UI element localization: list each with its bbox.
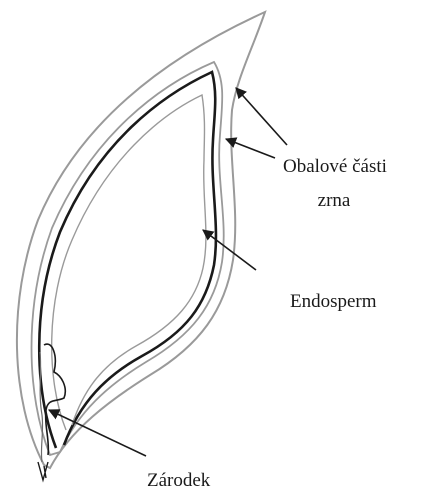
coat-label-line1: Obalové části (283, 154, 385, 180)
endosperm-label: Endosperm (290, 289, 377, 315)
embryo-shape (44, 344, 65, 455)
coat-inner-pointer (226, 139, 275, 158)
inner-coat-outline (32, 62, 224, 455)
coat-outer-pointer (236, 88, 287, 145)
outer-coat-outline (17, 12, 265, 468)
embryo-label: Zárodek (147, 468, 210, 494)
coat-label-line2: zrna (283, 188, 385, 214)
endosperm-outline (52, 95, 206, 430)
coat-label: Obalové části zrna (283, 154, 385, 214)
endosperm-pointer (203, 230, 256, 270)
embryo-pointer (49, 410, 146, 456)
embryo-inner-shape (40, 352, 43, 462)
